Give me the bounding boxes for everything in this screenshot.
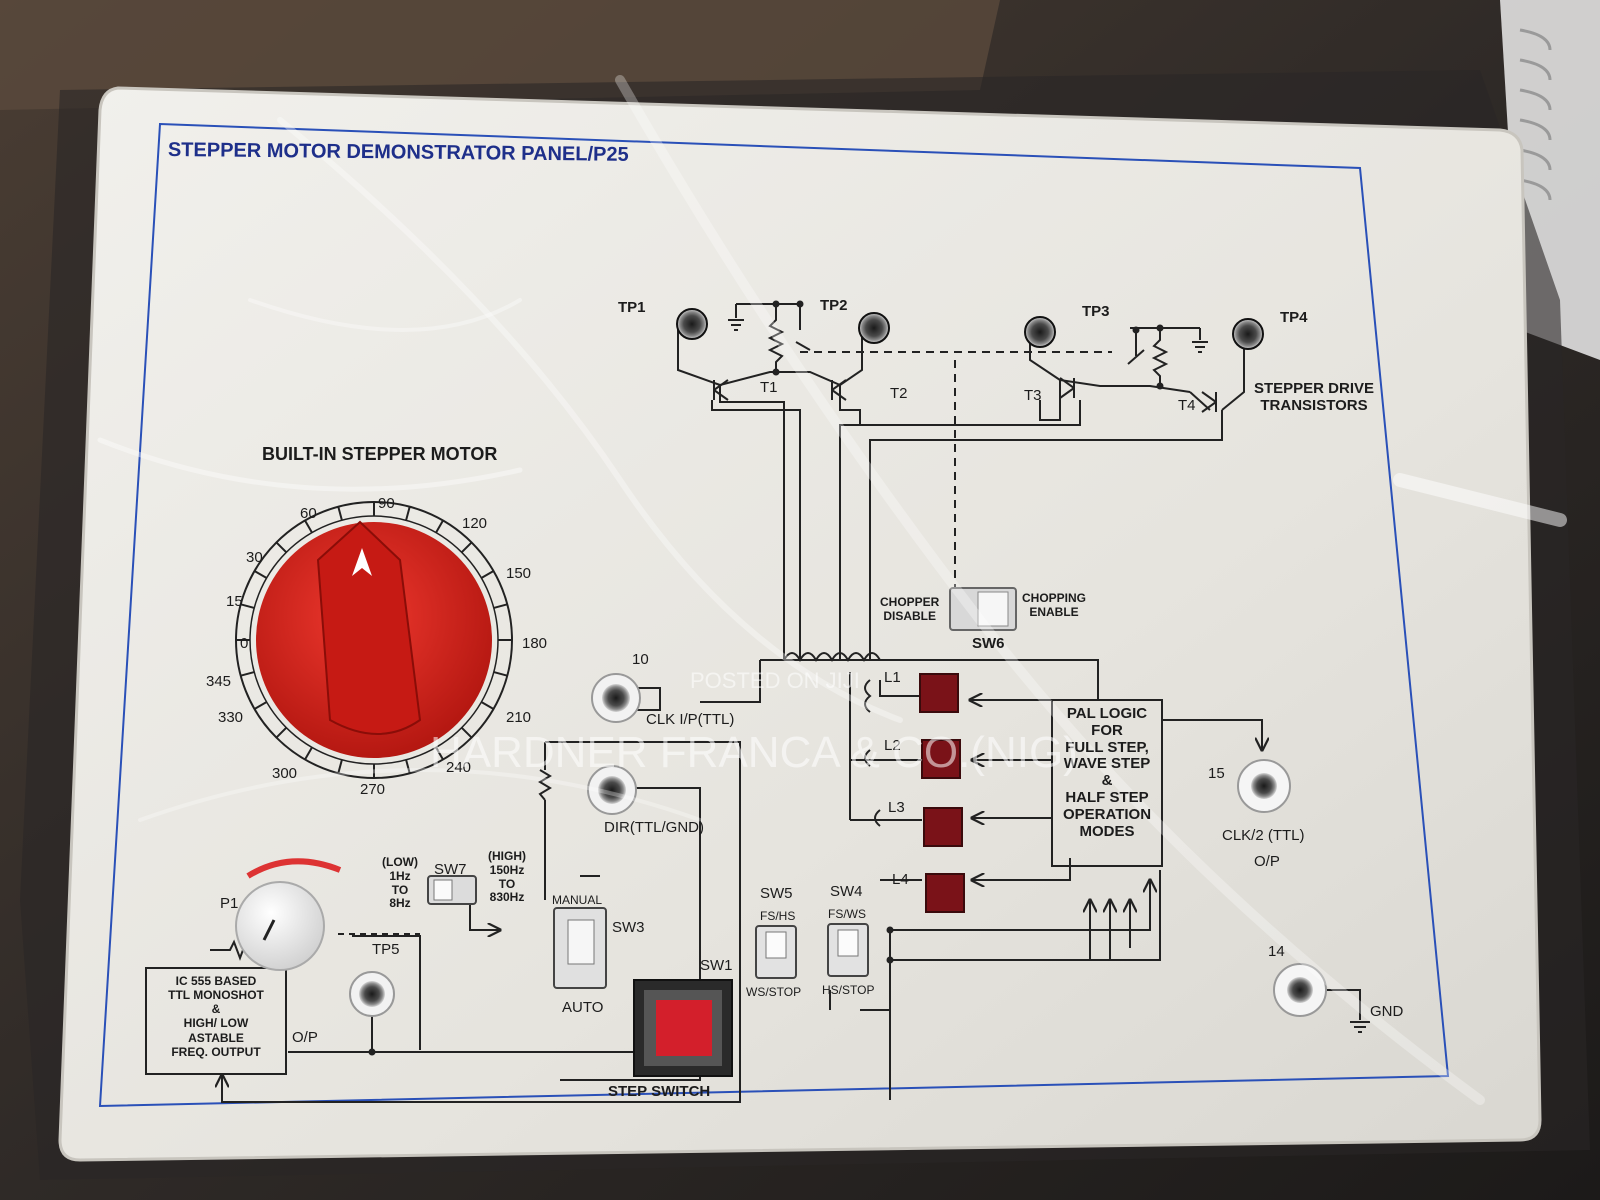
t4-label: T4: [1178, 397, 1196, 414]
dial-angle: 90: [378, 495, 395, 512]
sw4-bottom-label: HS/STOP: [822, 983, 875, 997]
dial-angle: 0: [240, 635, 249, 652]
dir-input-label: DIR(TTL/GND): [604, 819, 704, 836]
dial-angle: 300: [272, 765, 298, 782]
sw6-right-label: CHOPPING ENABLE: [1022, 591, 1087, 619]
sw5-bottom-label: WS/STOP: [746, 985, 802, 999]
ic555-box: [145, 967, 287, 1075]
dial-angle: 270: [360, 781, 386, 798]
sw7-label: SW7: [434, 861, 467, 878]
lamp-label: L3: [888, 799, 905, 816]
lamp-l4: [925, 873, 965, 913]
dial-angle: 330: [218, 709, 244, 726]
sw1-label: SW1: [700, 957, 733, 974]
sw3-auto-label: AUTO: [562, 999, 604, 1016]
watermark-seller: HARDNER FRANCA & CO.(NIG): [430, 728, 1078, 777]
dial-angle: 30: [246, 549, 263, 566]
sw5-label: SW5: [760, 885, 793, 902]
panel-title: STEPPER MOTOR DEMONSTRATOR PANEL/P25: [167, 139, 629, 166]
clk2-output-label: CLK/2 (TTL): [1222, 827, 1305, 844]
lamp-l3: [923, 807, 963, 847]
watermark-posted: POSTED ON JIJI: [690, 668, 860, 693]
pal-logic-box: [1051, 699, 1163, 867]
terminal-10-number: 10: [632, 651, 649, 668]
step-switch-label: STEP SWITCH: [608, 1083, 711, 1100]
terminal-15-number: 15: [1208, 765, 1225, 782]
lamp-l2: [921, 739, 961, 779]
dial-angle: 150: [506, 565, 532, 582]
sw5-top-label: FS/HS: [760, 909, 796, 923]
tp3-jack: [1024, 316, 1056, 348]
terminal-14-number: 14: [1268, 943, 1285, 960]
dial-angle: 345: [206, 673, 232, 690]
sw3-manual-label: MANUAL: [552, 893, 603, 907]
tp2-label: TP2: [820, 297, 848, 314]
lamp-label: L4: [892, 871, 909, 888]
gnd-label: GND: [1370, 1003, 1404, 1020]
dial-angle: 180: [522, 635, 548, 652]
sw4-label: SW4: [830, 883, 863, 900]
tp2-jack: [858, 312, 890, 344]
tp1-label: TP1: [618, 299, 646, 316]
lamp-l1: [919, 673, 959, 713]
t3-label: T3: [1024, 387, 1042, 404]
sw7-low-range: (LOW) 1Hz TO 8Hz: [382, 855, 418, 911]
sw6-left-label: CHOPPER DISABLE: [880, 595, 940, 623]
dial-angle: 15: [226, 593, 243, 610]
sw6-label: SW6: [972, 635, 1005, 652]
dial-angle: 120: [462, 515, 488, 532]
p1-potentiometer: [235, 881, 325, 971]
sw7-high-range: (HIGH) 150Hz TO 830Hz: [488, 849, 526, 905]
tp4-jack: [1232, 318, 1264, 350]
pal-logic-label: PAL LOGIC FOR FULL STEP, WAVE STEP & HAL…: [1062, 705, 1152, 840]
ic555-label: IC 555 BASED TTL MONOSHOT & HIGH/ LOW AS…: [168, 974, 264, 1059]
lamp-label: L1: [884, 669, 901, 686]
tp3-label: TP3: [1082, 303, 1110, 320]
dial-angle: 210: [506, 709, 532, 726]
clk2-output-sub: O/P: [1254, 853, 1280, 870]
stepper-drive-label: STEPPER DRIVE TRANSISTORS: [1254, 380, 1375, 415]
motor-label: BUILT-IN STEPPER MOTOR: [262, 444, 498, 464]
ic555-output-label: O/P: [292, 1029, 318, 1046]
t1-label: T1: [760, 379, 778, 396]
dial-angle: 240: [446, 759, 472, 776]
tp4-label: TP4: [1280, 309, 1308, 326]
tp5-label: TP5: [372, 941, 400, 958]
stepper-motor-knob: [256, 520, 492, 758]
t2-label: T2: [890, 385, 908, 402]
dial-angle: 60: [300, 505, 317, 522]
clk-input-label: CLK I/P(TTL): [646, 711, 735, 728]
sw4-top-label: FS/WS: [828, 907, 866, 921]
lamp-label: L2: [884, 737, 901, 754]
sw3-label: SW3: [612, 919, 645, 936]
p1-label: P1: [220, 895, 239, 912]
step-switch-button: [656, 1000, 712, 1056]
tp1-jack: [676, 308, 708, 340]
